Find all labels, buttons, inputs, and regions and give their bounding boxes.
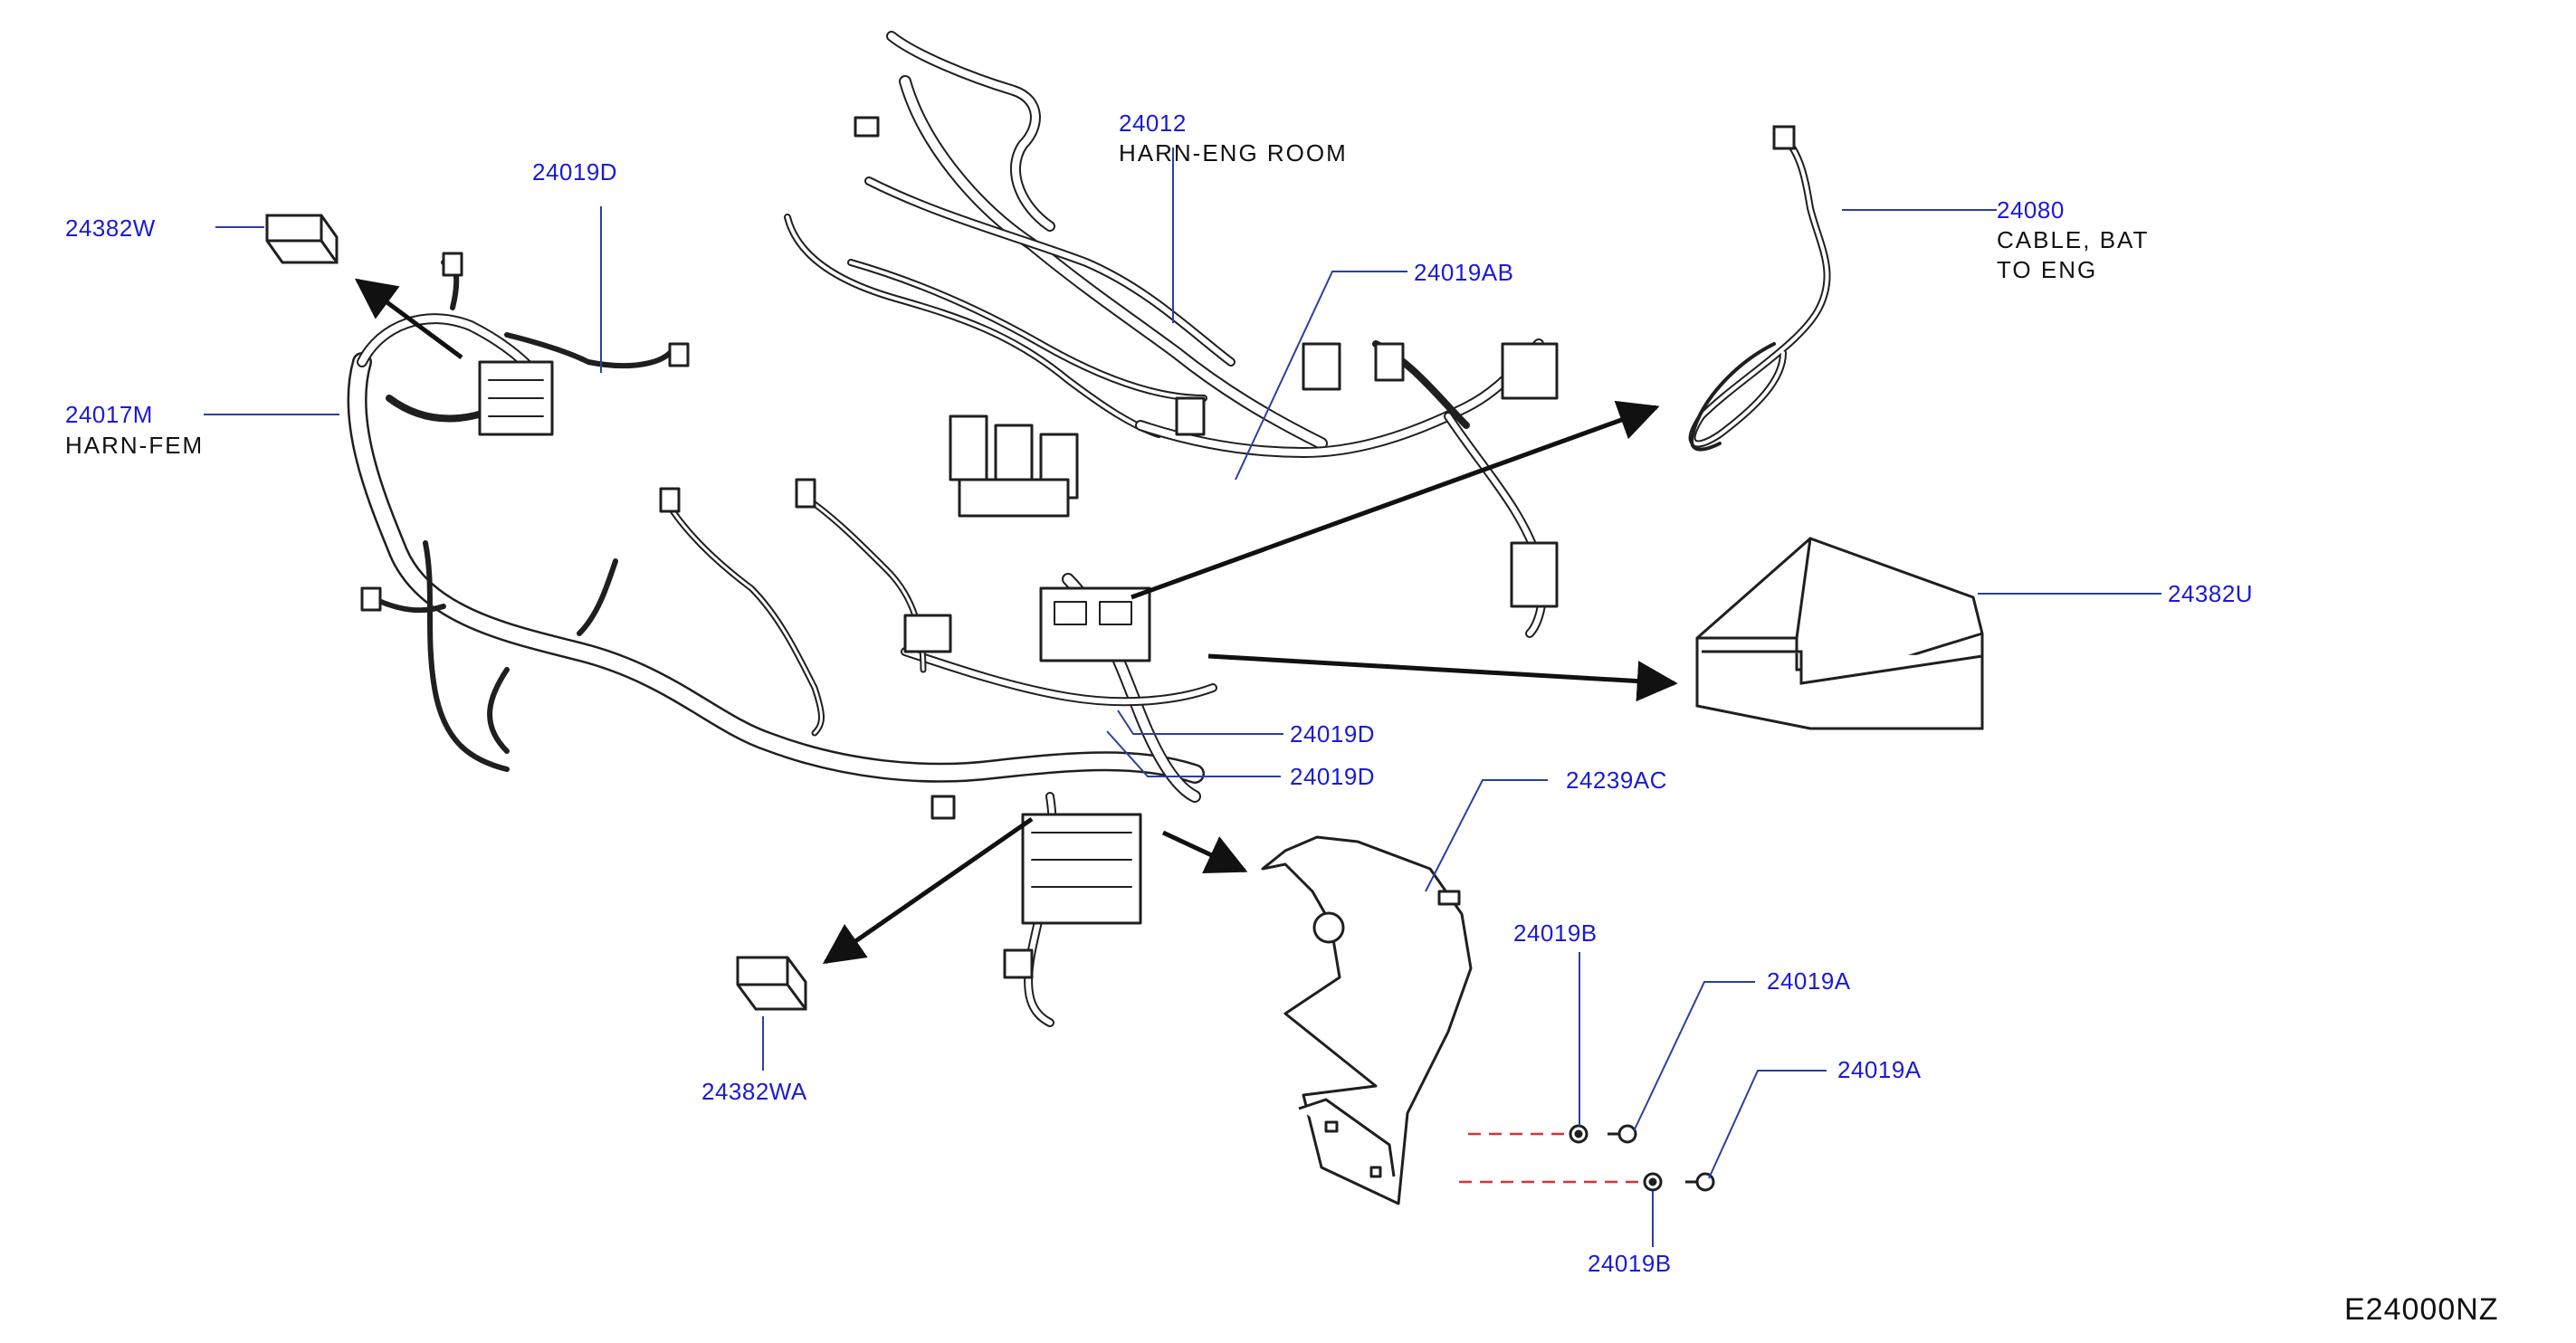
callout-24017m: 24017M <box>65 401 153 428</box>
bracket-24239ac <box>1261 835 1473 1205</box>
arrow-to-24239ac <box>1161 830 1248 873</box>
callout-24012: 24012 <box>1119 110 1187 137</box>
nut-24019b-bottom <box>1643 1172 1663 1192</box>
callout-24019d-mid1: 24019D <box>1290 720 1376 748</box>
callout-24080-desc-1: CABLE, BAT <box>1997 226 2150 253</box>
fasteners <box>1569 1124 1715 1192</box>
callout-24019d-top: 24019D <box>532 158 618 186</box>
callout-24080-desc-2: TO ENG <box>1997 256 2098 283</box>
callout-24019a-top: 24019A <box>1767 967 1851 995</box>
arrow-to-24382w <box>354 278 463 360</box>
callout-24019b-top: 24019B <box>1513 919 1598 947</box>
callout-24239ac: 24239AC <box>1566 767 1667 794</box>
engine-room-harness <box>347 31 1559 1027</box>
callout-24019b-bottom: 24019B <box>1588 1250 1672 1277</box>
callout-24017m-desc: HARN-FEM <box>65 432 205 459</box>
leader-lines <box>204 148 2161 1247</box>
arrow-to-24382wa <box>822 816 1034 965</box>
callout-24382w: 24382W <box>65 214 156 242</box>
diagram-code: E24000NZ <box>2344 1292 2499 1327</box>
callout-24080: 24080 <box>1997 196 2065 224</box>
arrow-to-24382u <box>1207 653 1678 702</box>
nut-24019b-top <box>1569 1124 1589 1144</box>
battery-cable <box>1688 125 1831 452</box>
relay-cover-24382wa <box>736 956 807 1011</box>
callout-24019a-bottom: 24019A <box>1837 1056 1922 1083</box>
callout-24382u: 24382U <box>2168 580 2254 607</box>
bolt-24019a-top <box>1608 1124 1637 1144</box>
installation-dashed-lines <box>1459 1132 1642 1184</box>
fuse-box-cover-24382u <box>1695 537 1984 730</box>
callout-24382wa: 24382WA <box>701 1078 807 1105</box>
arrow-to-24080 <box>1131 400 1660 600</box>
callout-24019d-mid2: 24019D <box>1290 763 1376 790</box>
relay-cover-24382w <box>265 214 339 264</box>
callout-24012-desc: HARN-ENG ROOM <box>1119 139 1348 167</box>
callout-24019ab: 24019AB <box>1414 259 1514 286</box>
arrows <box>354 278 1678 965</box>
